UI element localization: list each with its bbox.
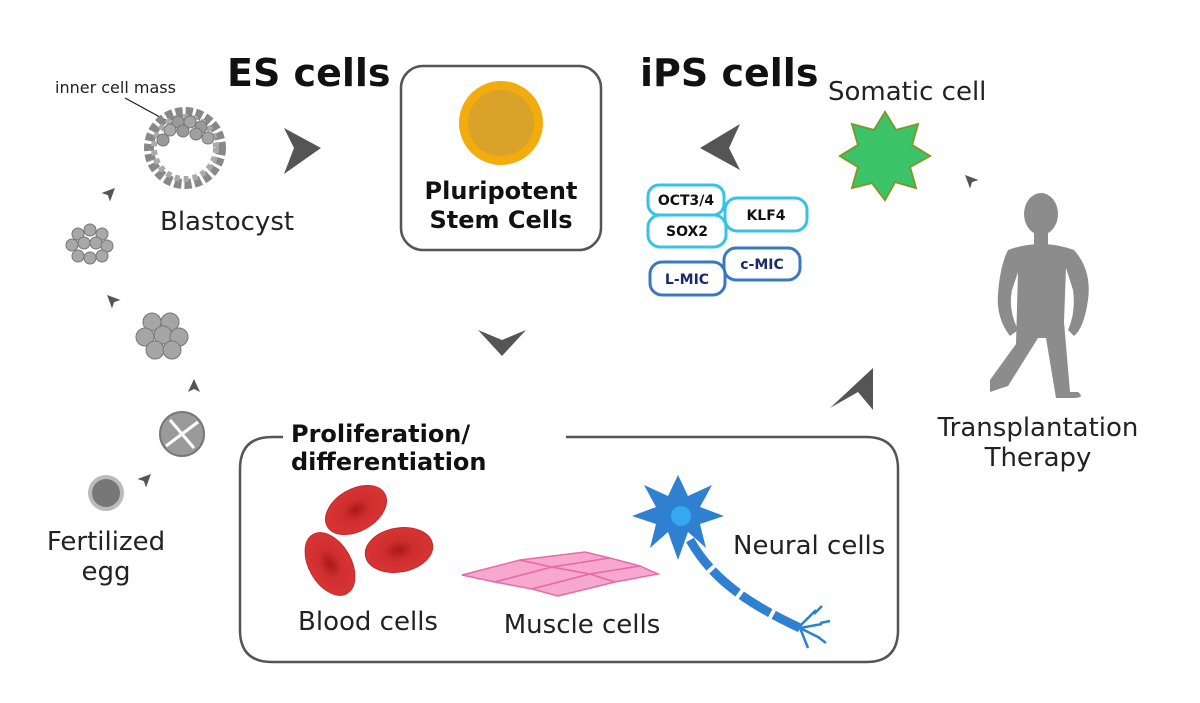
differentiation-box [238, 435, 900, 664]
pluripotent-stem-cells-box: Pluripotent Stem Cells [399, 64, 603, 252]
neural-cells-label: Neural cells [733, 531, 885, 561]
somatic-cell-label: Somatic cell [828, 77, 986, 107]
fertilized-label-line2: egg [81, 557, 130, 587]
morula-icon [65, 223, 114, 265]
es-cells-heading: ES cells [227, 51, 391, 95]
blood-cells-icon [304, 484, 434, 596]
stem-cells-label-line1: Pluripotent [425, 177, 578, 205]
blastocyst-label: Blastocyst [160, 207, 294, 237]
inner-cell-mass-label: inner cell mass [55, 78, 176, 97]
arrow-eight-to-morula [107, 295, 121, 309]
arrow-stem-down [478, 330, 526, 356]
svg-text:SOX2: SOX2 [666, 224, 708, 240]
human-figure-icon [990, 193, 1089, 398]
svg-text:L-MIC: L-MIC [665, 272, 709, 288]
blastocyst-icon [144, 107, 226, 189]
arrow-somatic-to-stem [700, 124, 740, 170]
muscle-cells-label: Muscle cells [504, 610, 661, 640]
svg-text:c-MIC: c-MIC [740, 257, 784, 273]
arrow-egg-to-four [137, 474, 151, 488]
neural-cell-icon [632, 475, 831, 649]
svg-text:OCT3/4: OCT3/4 [658, 193, 715, 209]
svg-text:KLF4: KLF4 [746, 208, 785, 224]
arrow-body-to-somatic [965, 175, 979, 189]
differentiation-title-line2: differentiation [291, 448, 487, 476]
arrow-four-to-eight [188, 379, 200, 392]
somatic-cell-icon [838, 110, 932, 202]
eight-cell-icon [135, 312, 189, 360]
ips-cells-heading: iPS cells [640, 51, 818, 95]
arrow-es-to-stem [284, 128, 321, 174]
factor-sox2 [646, 213, 728, 249]
arrow-to-transplant [830, 368, 873, 410]
blood-cells-label: Blood cells [298, 607, 438, 637]
transplant-label-line2: Therapy [984, 443, 1092, 473]
stem-cells-label-line2: Stem Cells [429, 206, 572, 234]
muscle-cells-icon [461, 551, 661, 597]
arrow-morula-to-blastocyst [101, 188, 115, 202]
fertilized-label-line1: Fertilized [47, 527, 165, 557]
factor-c-mic [722, 246, 802, 282]
four-cell-icon [159, 411, 205, 457]
transplant-label-line1: Transplantation [937, 413, 1139, 443]
reprogramming-factors: OCT3/4 KLF4 SOX2 c-MIC L-MIC [646, 183, 809, 297]
fertilized-egg-icon [88, 475, 124, 511]
factor-klf4 [723, 196, 809, 233]
differentiation-title-line1: Proliferation/ [291, 420, 470, 448]
factor-l-mic [648, 260, 727, 297]
